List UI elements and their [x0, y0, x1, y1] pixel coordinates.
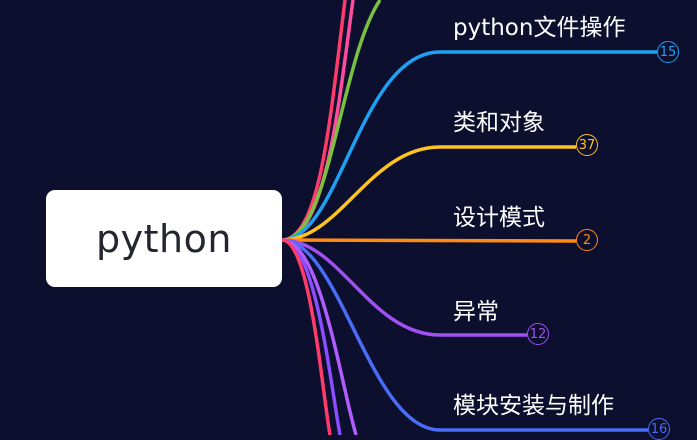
connector-exception [281, 238, 527, 337]
branch-python-file-ops-count-badge[interactable]: 15 [657, 41, 679, 63]
connector-offscreen-top-3 [281, 0, 382, 242]
branch-design-pattern-label[interactable]: 设计模式 [453, 205, 545, 231]
branch-class-object-label[interactable]: 类和对象 [453, 110, 545, 136]
branch-design-pattern-count-badge[interactable]: 2 [576, 229, 598, 251]
connector-offscreen-bottom-2 [281, 238, 358, 435]
connector-module [281, 238, 648, 432]
branch-exception-label[interactable]: 异常 [453, 299, 499, 325]
connector-class-object [281, 145, 576, 242]
branch-python-file-ops-label[interactable]: python文件操作 [453, 15, 626, 41]
branch-module-label[interactable]: 模块安装与制作 [453, 393, 614, 419]
connector-design-pattern [281, 238, 577, 243]
connector-offscreen-bottom-3 [281, 238, 332, 435]
branch-exception-count-badge[interactable]: 12 [527, 323, 549, 345]
branch-module-count-badge[interactable]: 16 [648, 418, 670, 440]
root-node[interactable]: python [46, 190, 282, 287]
branch-class-object-count-badge[interactable]: 37 [576, 134, 598, 156]
connector-python-file-ops [281, 50, 657, 242]
